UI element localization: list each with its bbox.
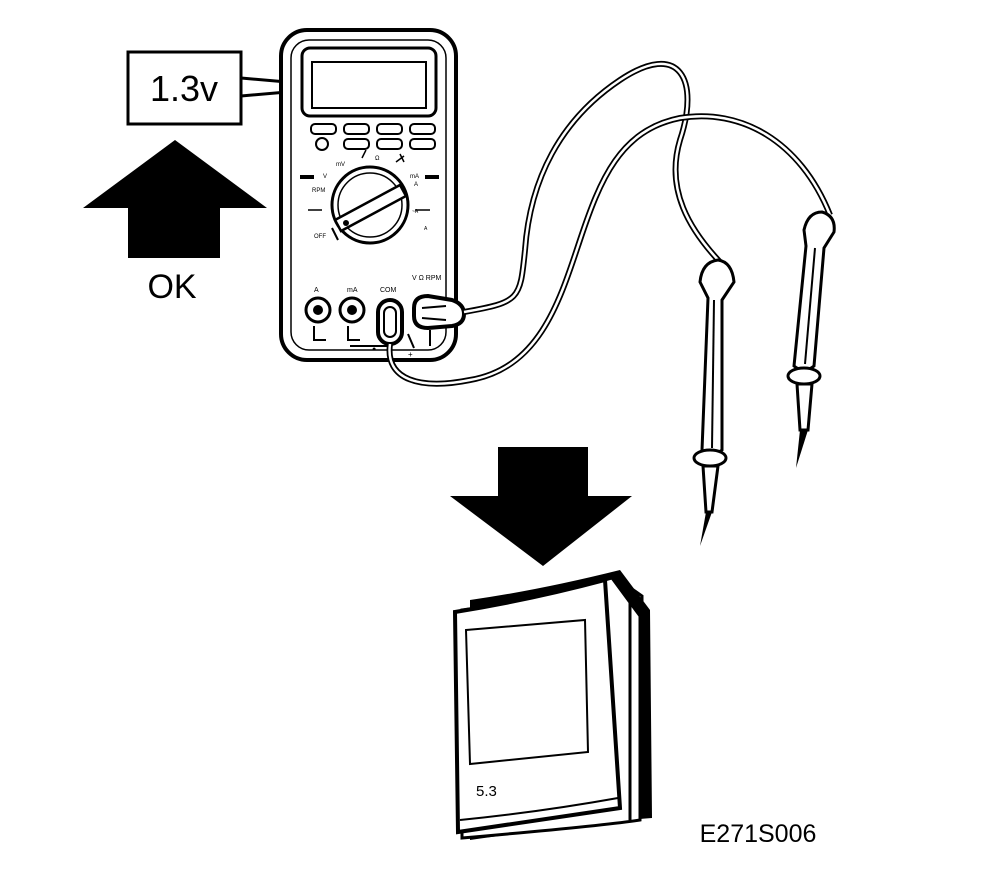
dial-label-mv: mV — [336, 162, 345, 168]
dial-tick-marks: ~A A — [300, 149, 439, 232]
jack-label-v-ohm-rpm: V Ω RPM — [412, 275, 442, 282]
test-lead-cables — [386, 60, 833, 387]
dial-label-a: A — [414, 182, 418, 188]
test-probe-left — [692, 258, 736, 546]
dial-label-off: OFF — [314, 234, 326, 240]
svg-text:A: A — [424, 226, 428, 232]
dial-label-ma: mA — [410, 174, 419, 180]
meter-display — [300, 46, 438, 118]
reading-callout: 1.3v — [126, 50, 311, 126]
dial-label-ohm: Ω — [375, 156, 380, 162]
dial-label-rpm: RPM — [312, 188, 325, 194]
jack-label-com: COM — [380, 287, 397, 294]
svg-text:~A: ~A — [412, 209, 419, 215]
ok-up-arrow-icon — [83, 140, 267, 258]
input-jacks: A mA COM V Ω RPM ● + — [304, 275, 442, 359]
jack-label-a: A — [314, 287, 319, 294]
test-probe-right — [786, 210, 836, 468]
figure-code: E271S006 — [700, 820, 817, 848]
ok-label: OK — [147, 268, 196, 306]
manual-section-number: 5.3 — [476, 783, 497, 800]
dial-labels: mV V Ω mA A RPM OFF — [312, 156, 419, 240]
svg-text:+: + — [408, 350, 413, 359]
reading-value: 1.3v — [150, 68, 218, 109]
down-arrow-icon — [450, 447, 632, 566]
rotary-dial — [330, 165, 410, 245]
service-manual-icon: 5.3 — [452, 570, 652, 840]
svg-text:●: ● — [372, 346, 376, 353]
probe-plugs — [376, 293, 467, 346]
meter-buttons — [310, 123, 436, 151]
multimeter: mV V Ω mA A RPM OFF ~A A A mA COM V Ω RP… — [279, 28, 467, 362]
dial-label-v: V — [323, 174, 327, 180]
jack-label-ma: mA — [347, 287, 358, 294]
